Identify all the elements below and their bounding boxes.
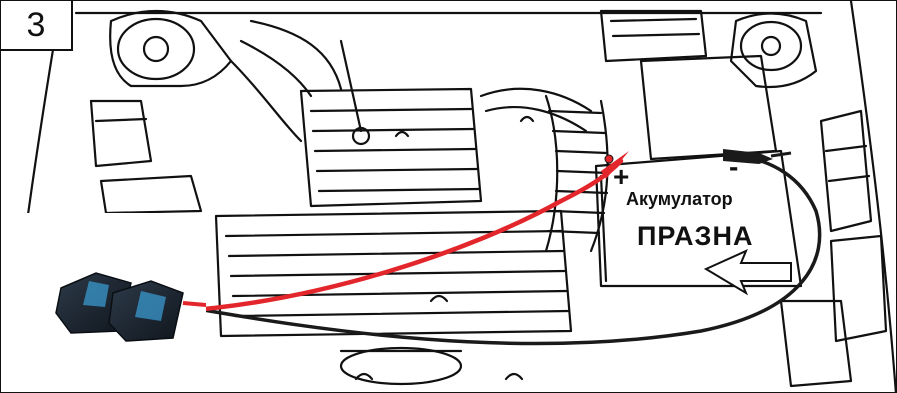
intake-tube — [544, 94, 559, 253]
positive-cable — [178, 158, 624, 314]
radiator — [214, 209, 573, 338]
engine-block — [299, 87, 483, 208]
battery-top — [639, 54, 778, 161]
step-number: 3 — [1, 1, 73, 51]
negative-terminal-label: - — [729, 151, 739, 182]
jump-starter-device-icon — [55, 272, 207, 342]
positive-terminal — [604, 154, 614, 164]
clamp-icon — [723, 149, 792, 164]
hood-right-edge — [849, 1, 896, 392]
air-box — [599, 9, 708, 63]
device-panel — [1, 213, 207, 392]
positive-terminal-label: + — [613, 161, 630, 192]
battery-status-label: ПРАЗНА — [637, 221, 754, 251]
right-strut-tower — [739, 20, 803, 72]
positive-cable-arrowhead — [601, 151, 629, 179]
battery-label: Акумулатор — [626, 189, 733, 209]
left-strut-tower — [116, 17, 196, 81]
negative-cable — [179, 154, 822, 346]
white-arrow-icon — [703, 249, 792, 296]
battery-body — [594, 149, 803, 288]
